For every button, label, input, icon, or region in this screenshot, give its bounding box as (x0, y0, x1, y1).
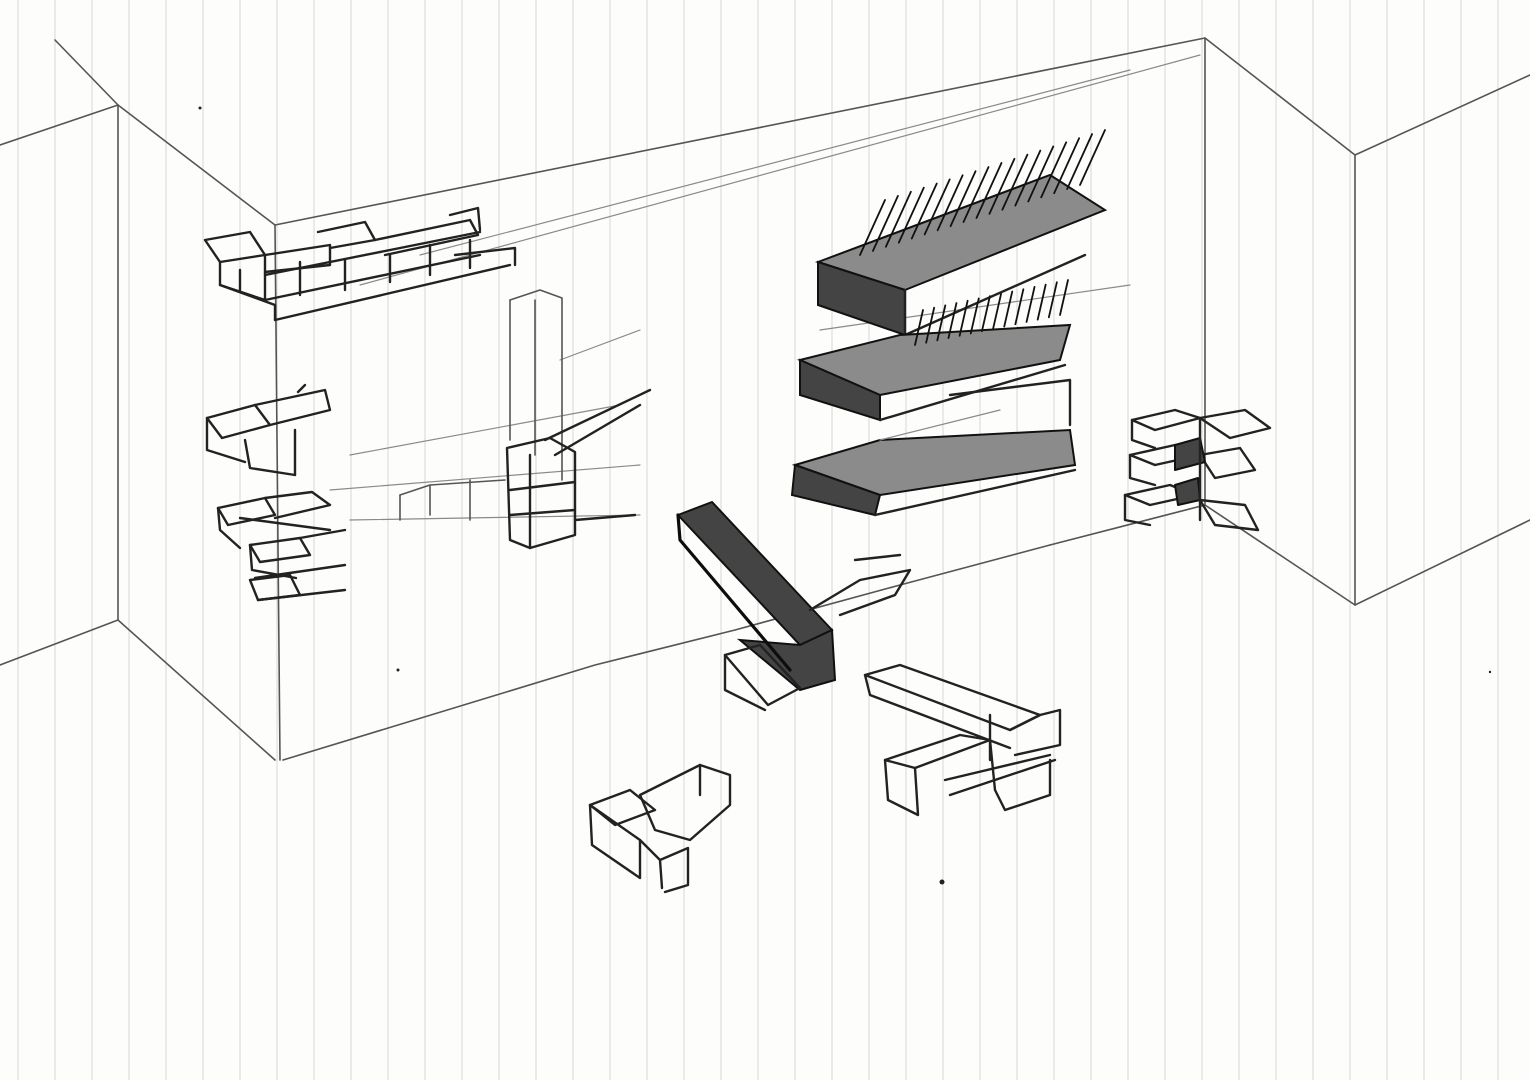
hatch-stroke (947, 302, 958, 339)
hatch-stroke (936, 304, 947, 342)
dark-bench-beam (676, 500, 912, 712)
hatch-stroke (923, 178, 951, 236)
hatch-stroke (962, 166, 990, 223)
floating-staircase (790, 129, 1108, 517)
hatch-stroke (975, 162, 1003, 219)
hatch-stroke (969, 297, 980, 335)
hatch-stroke (1079, 129, 1106, 186)
hatch-stroke (1036, 283, 1047, 321)
hatch-stroke (958, 299, 969, 337)
hatch-stroke (914, 309, 924, 346)
hatch-stroke (1025, 286, 1036, 323)
paper-ruled-lines (17, 0, 1499, 1080)
hatch-stroke (1053, 137, 1081, 195)
hatch-stroke (988, 157, 1016, 215)
hatch-stroke (936, 174, 964, 232)
center-pillar (399, 289, 652, 550)
hatch-stroke (910, 182, 938, 240)
hatch-stroke (1003, 290, 1014, 328)
hatch-stroke (925, 306, 936, 344)
hatch-stroke (884, 190, 912, 248)
hatch-stroke (872, 194, 899, 252)
left-stacked-blocks (205, 383, 347, 602)
floor-l-block (588, 763, 732, 894)
hatch-stroke (897, 186, 925, 244)
hatch-stroke (1066, 133, 1093, 191)
hatch-stroke (1001, 153, 1029, 211)
hatch-stroke (1059, 279, 1069, 316)
perspective-guides (329, 54, 1201, 521)
room-left-wall (0, 39, 276, 666)
hatch-stroke (1040, 141, 1068, 199)
hatch-stroke (1014, 288, 1025, 326)
hatch-stroke (1027, 145, 1055, 203)
hatch-stroke (1014, 149, 1042, 207)
hatch-stroke (1047, 281, 1058, 319)
pencil-specks (198, 106, 1492, 885)
room-right-wall (1204, 37, 1530, 606)
hatch-stroke (992, 292, 1002, 330)
floor-cross-block (863, 663, 1062, 817)
hatch-stroke (981, 295, 991, 333)
right-corner-shelves (1123, 408, 1272, 532)
hatch-stroke (859, 199, 886, 256)
brick-shelf-corner (203, 206, 517, 322)
hatch-stroke (949, 170, 977, 228)
